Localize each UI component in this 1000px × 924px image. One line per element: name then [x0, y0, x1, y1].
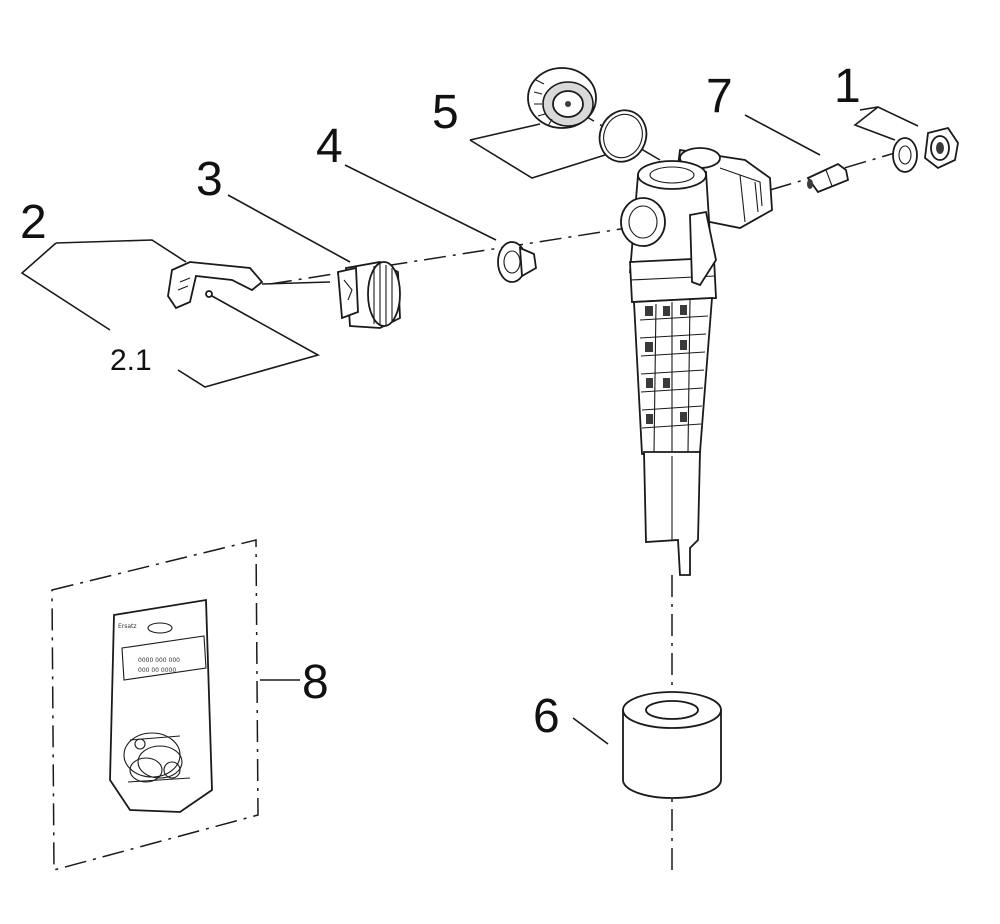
- part-2-clip: [167, 261, 264, 310]
- part-6-foam-ring: [622, 691, 722, 799]
- label-part-2-1: 2.1: [110, 344, 152, 377]
- label-part-8: 8: [302, 656, 329, 709]
- part-8-service-kit: Ersatz 0000 000 000 000 00 0000: [51, 539, 259, 871]
- label-part-3: 3: [196, 153, 223, 206]
- part-4-valve-seat: [497, 241, 537, 283]
- part-5-cap-and-seal: [527, 67, 648, 163]
- valve-body-assembly: [620, 147, 773, 576]
- label-part-6: 6: [533, 690, 560, 743]
- leader-lines: [20, 106, 919, 745]
- label-part-5: 5: [432, 86, 459, 139]
- part-1-nut-and-washer: [892, 126, 959, 173]
- label-part-4: 4: [316, 120, 343, 173]
- part-3-threaded-cap: [337, 261, 401, 329]
- svg-text:Ersatz: Ersatz: [118, 623, 137, 630]
- label-part-1: 1: [834, 60, 861, 113]
- svg-text:0000 000 000: 0000 000 000: [138, 657, 180, 664]
- svg-text:000 00 0000: 000 00 0000: [138, 667, 176, 674]
- part-7-nozzle: [806, 162, 850, 194]
- assembly-axis-horizontal: [269, 225, 641, 285]
- part-labels: 1 2 2.1 3 4 5 6 7 8: [20, 60, 861, 743]
- label-part-2: 2: [20, 196, 47, 249]
- label-part-7: 7: [706, 70, 733, 123]
